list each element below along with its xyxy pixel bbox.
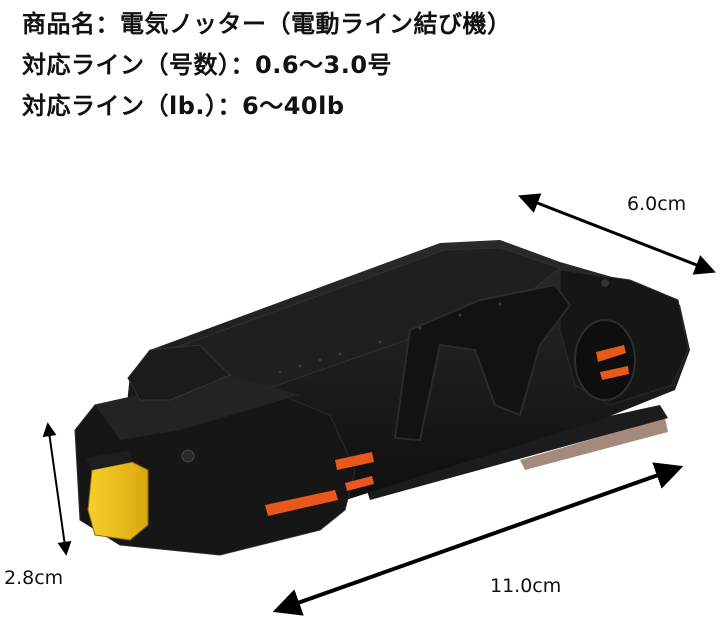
depth-label: 6.0cm — [627, 193, 687, 215]
height-label: 2.8cm — [4, 567, 64, 589]
depth-arrow — [518, 193, 716, 275]
line-range-go-text: 対応ライン（号数）：0.6～3.0号 — [22, 51, 393, 79]
line-range-lb-text: 対応ライン（lb.）：6～40lb — [22, 92, 345, 120]
height-arrow — [42, 422, 72, 556]
length-arrow — [272, 462, 684, 616]
yellow-button — [87, 461, 149, 541]
knotter-device — [74, 240, 690, 556]
product-name-text: 商品名：電気ノッター（電動ライン結び機） — [22, 10, 512, 38]
length-label: 11.0cm — [490, 575, 562, 597]
